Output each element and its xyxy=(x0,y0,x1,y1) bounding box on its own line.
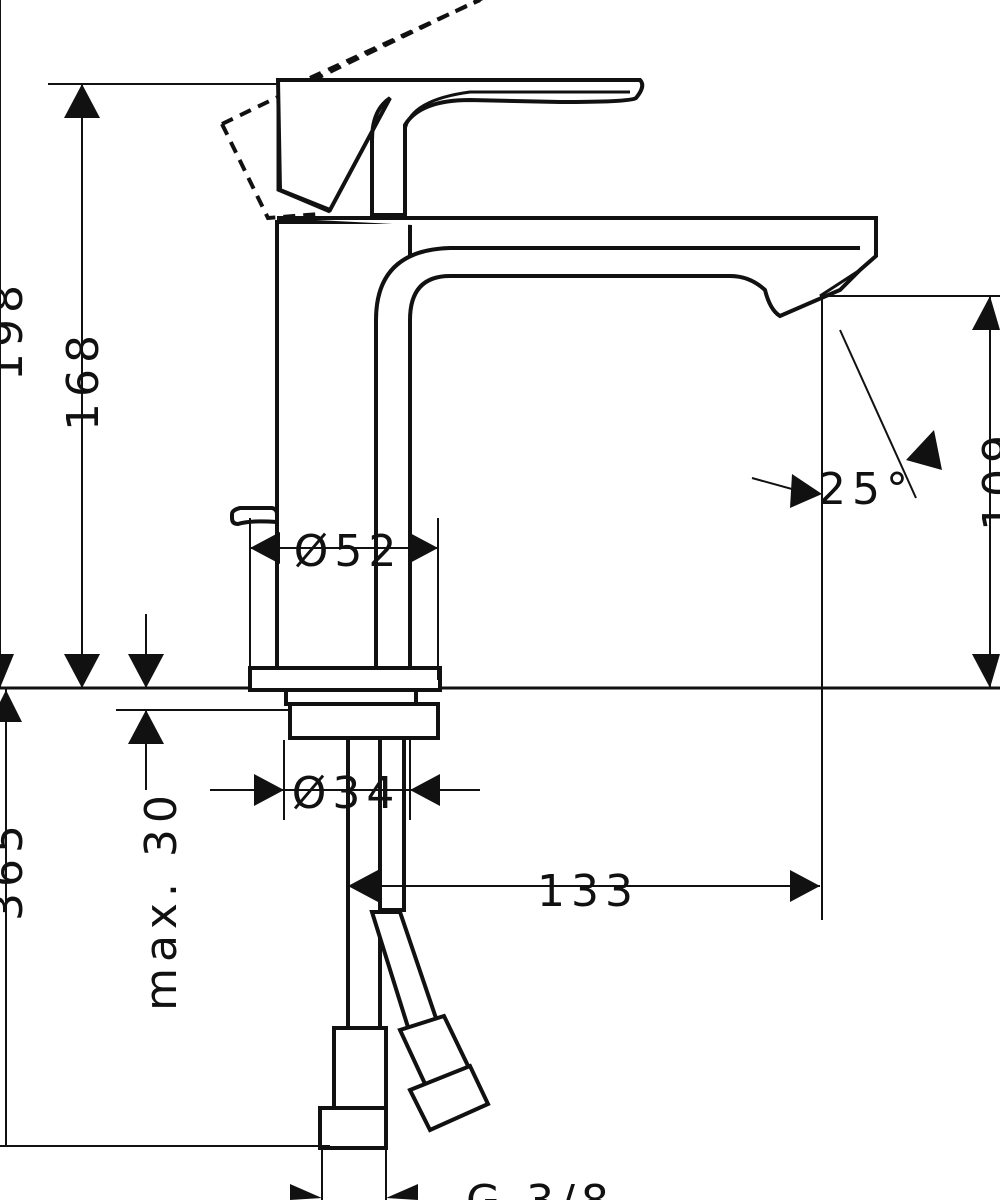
dim-max30-label: max. 30 xyxy=(136,789,187,1011)
dim-109-label: 109 xyxy=(974,429,1000,531)
lever-open-dashed-outline xyxy=(220,0,484,221)
dim-365-label: 365 xyxy=(0,819,33,921)
arrowheads xyxy=(0,84,1000,1200)
dim-168-label: 168 xyxy=(58,329,109,431)
aerator xyxy=(819,268,861,298)
dim-52-label: Ø52 xyxy=(294,526,403,577)
spray-angle-line xyxy=(839,329,917,499)
dim-34-label: Ø34 xyxy=(292,768,401,819)
thread-g38-label: G 3/8 xyxy=(466,1176,615,1200)
angle-25-label: 25° xyxy=(818,464,914,515)
dim-133-label: 133 xyxy=(537,866,639,917)
dim-198-label: 198 xyxy=(0,279,33,381)
lever-handle xyxy=(275,78,645,217)
base-flange xyxy=(248,666,442,740)
drain-rod xyxy=(230,506,279,527)
faucet-spout xyxy=(277,216,878,670)
